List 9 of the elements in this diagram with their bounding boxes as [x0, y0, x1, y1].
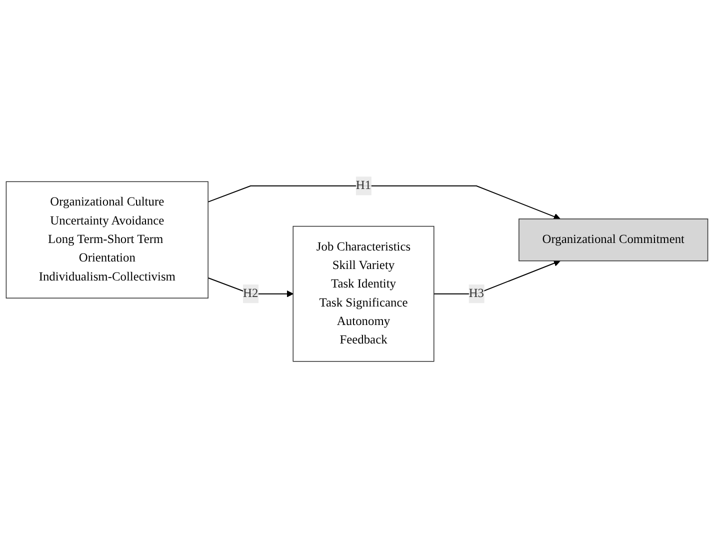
edge-label: H3	[468, 286, 484, 300]
edge-label: H2	[243, 286, 258, 300]
node-box: Organizational Culture Uncertainty Avoidance Long Term-Short Term Orientation Individualism-Collectivism	[6, 181, 208, 298]
arrow	[208, 185, 560, 220]
arrow	[208, 277, 294, 298]
arrow	[434, 260, 560, 294]
node-box: Job Characteristics Skill Variety Task Identity Task Significance Autonomy Feedback	[292, 226, 434, 362]
edge-label: H1	[356, 178, 372, 192]
node-box: Organizational Commitment	[518, 218, 708, 262]
